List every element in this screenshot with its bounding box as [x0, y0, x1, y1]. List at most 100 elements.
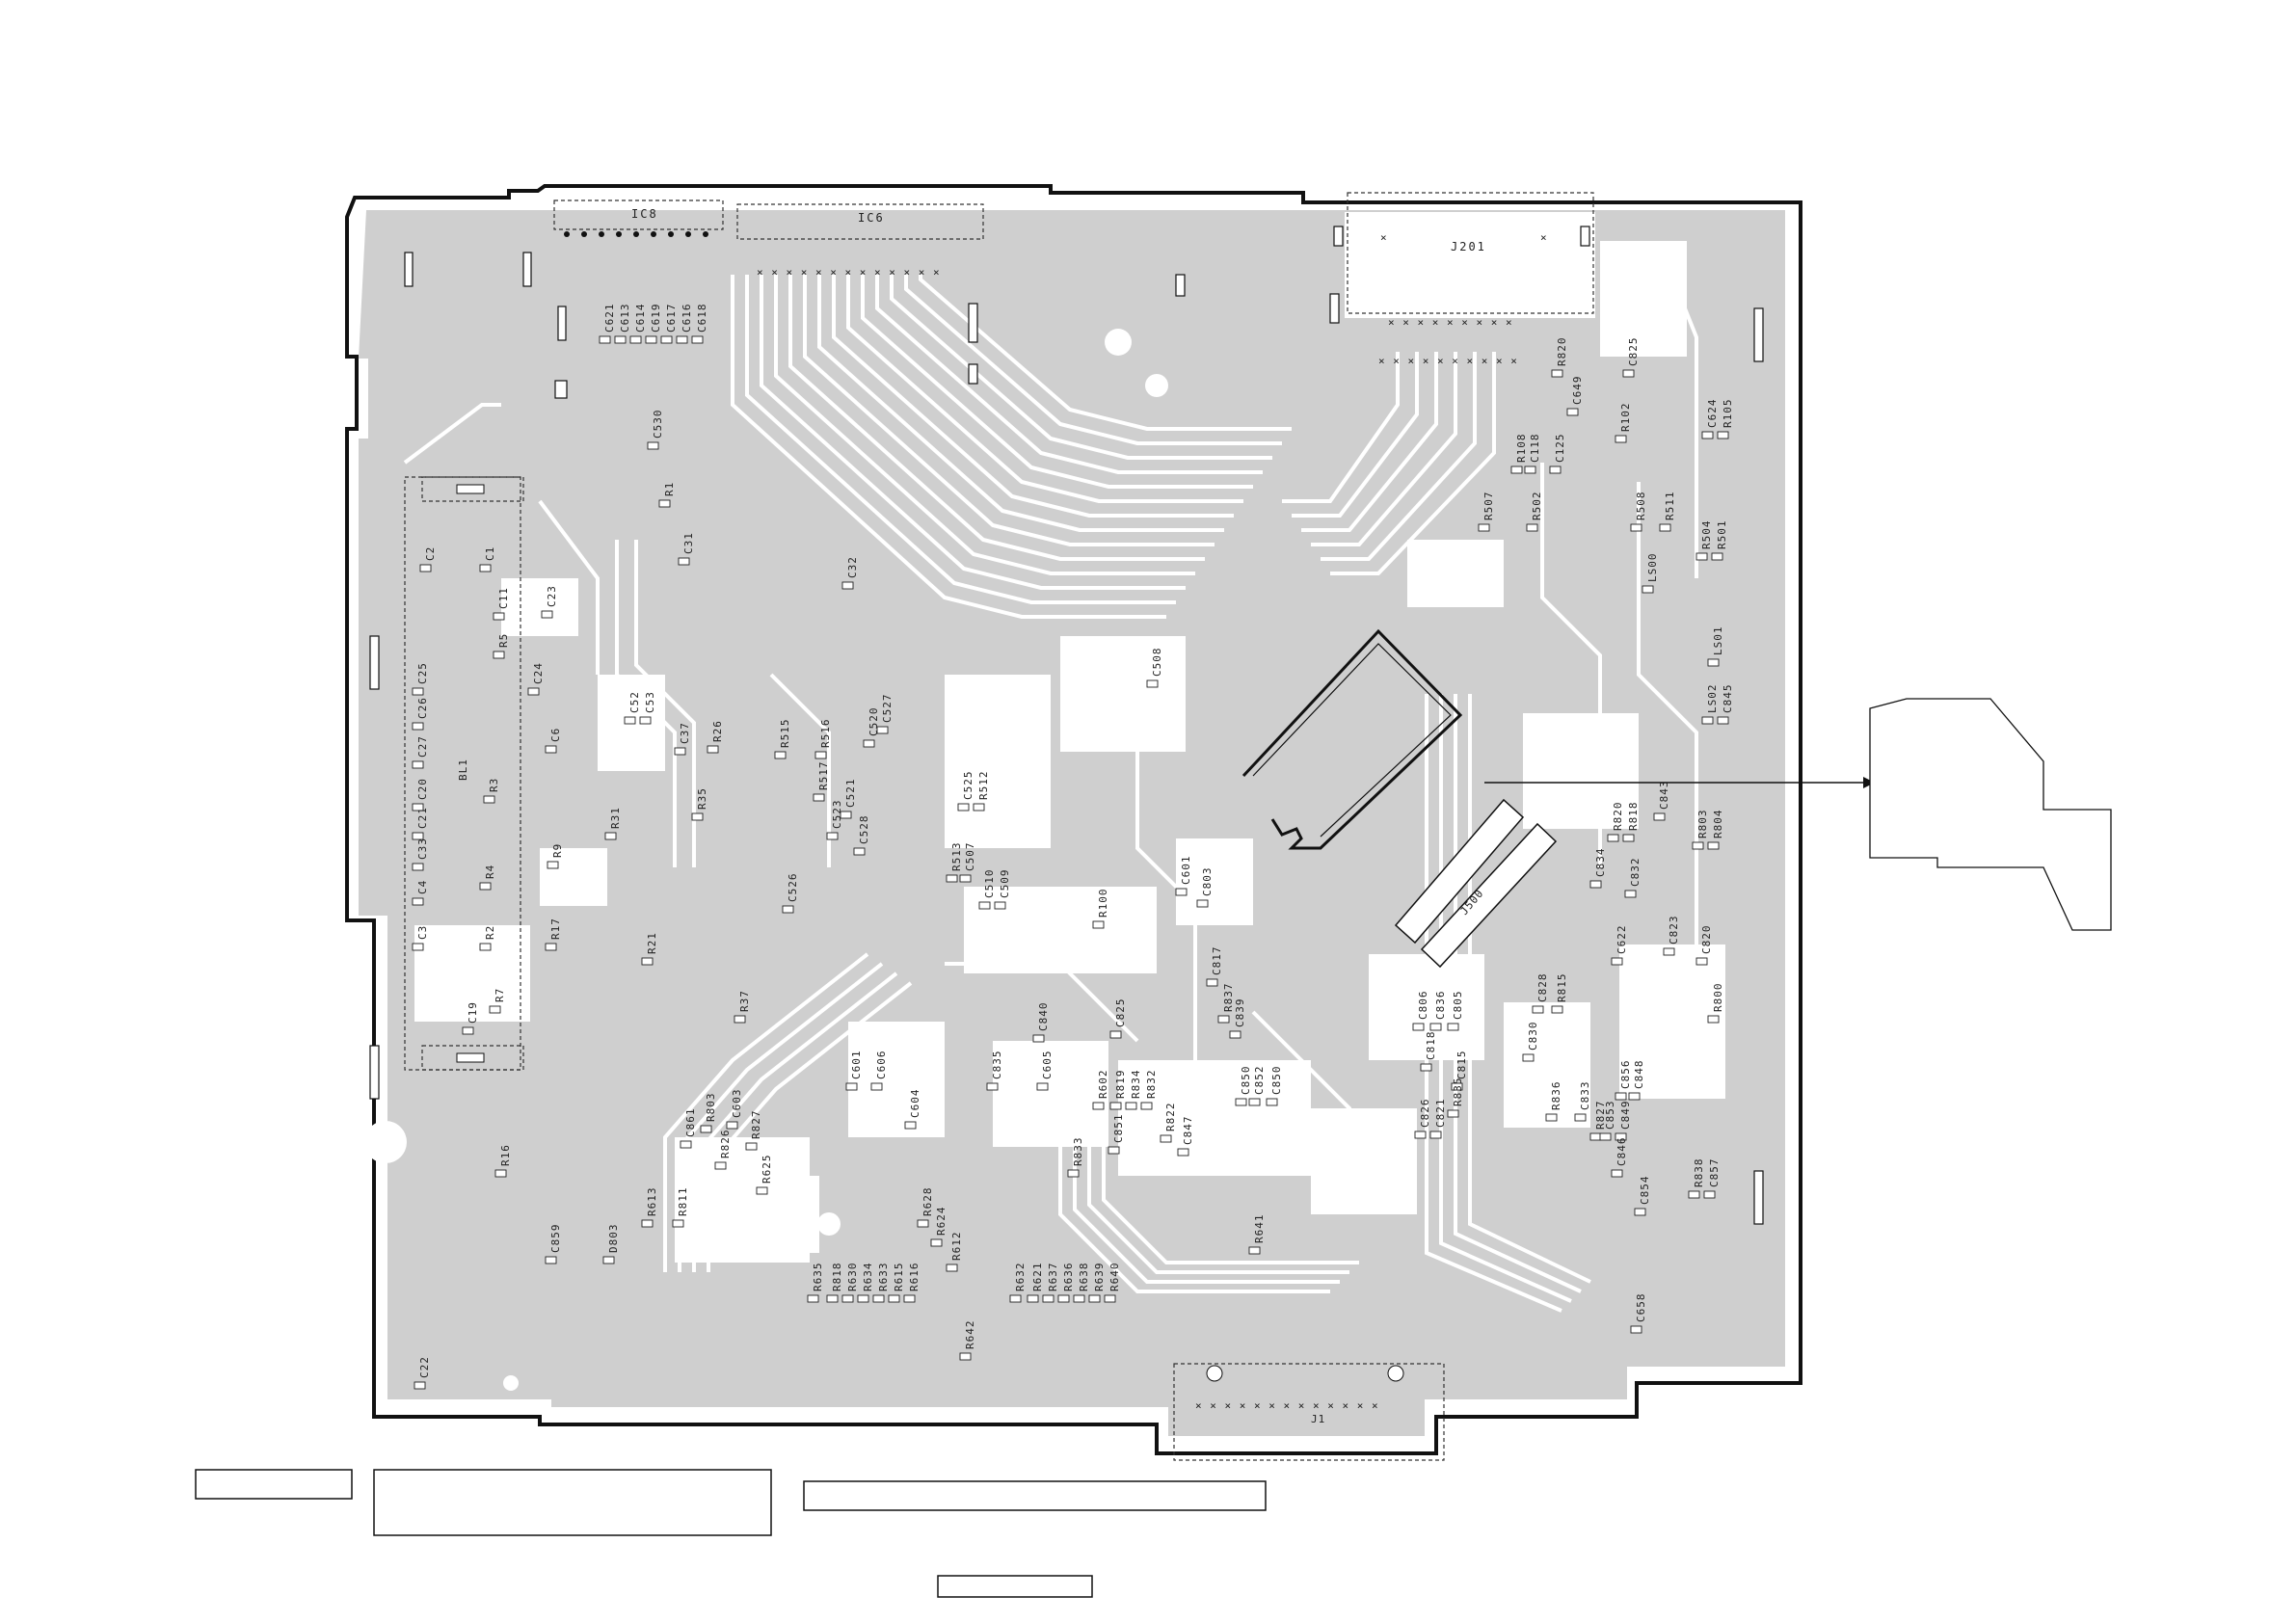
component-label: LS02 — [1706, 684, 1719, 714]
component-label: R803 — [1696, 810, 1709, 839]
component-pad — [462, 1026, 474, 1035]
component-pad — [641, 957, 654, 966]
component-label: C603 — [731, 1089, 743, 1119]
component-pad — [1109, 1030, 1122, 1039]
component-pad — [602, 1256, 615, 1264]
bl1-label: BL1 — [457, 758, 469, 781]
component-pad — [1703, 1190, 1716, 1199]
ic8-connector: IC8 — [553, 200, 724, 237]
component-label: C614 — [634, 304, 647, 333]
component-pad — [807, 1294, 819, 1303]
component-pad — [412, 803, 424, 812]
component-label: C31 — [682, 532, 695, 554]
component-pad — [1589, 1132, 1602, 1141]
component-pad — [1615, 1132, 1627, 1141]
component-label: R628 — [921, 1187, 934, 1217]
component-label: R105 — [1722, 399, 1734, 429]
component-pad — [1630, 523, 1642, 532]
component-label: C19 — [467, 1001, 479, 1024]
component-pad — [1429, 1023, 1442, 1031]
component-pad — [1611, 957, 1623, 966]
component-pad — [412, 760, 424, 769]
component-pad — [1707, 658, 1720, 667]
component-pad — [691, 335, 704, 344]
component-label: R513 — [950, 842, 963, 872]
component-label: C622 — [1615, 925, 1628, 955]
component-pad — [1177, 1148, 1189, 1157]
component-label: R636 — [1062, 1263, 1075, 1292]
component-pad — [414, 1381, 426, 1390]
component-label: R630 — [846, 1263, 859, 1292]
component-label: C618 — [696, 304, 708, 333]
component-pad — [1701, 431, 1714, 439]
component-pad — [647, 441, 659, 450]
component-pad — [1108, 1146, 1120, 1155]
component-pad — [1057, 1294, 1070, 1303]
component-pad — [1447, 1023, 1459, 1031]
component-label: R641 — [1253, 1214, 1266, 1244]
component-pad — [672, 1219, 684, 1228]
title-boxes — [195, 1469, 1267, 1598]
svg-text:×: × — [1540, 231, 1548, 244]
component-pad — [1073, 1294, 1085, 1303]
component-pad — [863, 739, 875, 748]
component-label: R1 — [663, 482, 676, 496]
component-pad — [1140, 1102, 1153, 1110]
component-pad — [1266, 1098, 1278, 1106]
component-pad — [545, 943, 557, 951]
component-label: C834 — [1594, 848, 1607, 878]
component-label: R826 — [719, 1130, 732, 1159]
component-pad — [1229, 1030, 1241, 1039]
component-label: R638 — [1078, 1263, 1090, 1292]
svg-text:× × × × × × × × × × × × ×: × × × × × × × × × × × × × — [1195, 1399, 1379, 1412]
svg-text:× × × × × × × × × ×: × × × × × × × × × × — [1378, 355, 1518, 367]
component-pad — [1574, 1113, 1587, 1122]
component-pad — [1160, 1134, 1172, 1143]
component-label: C851 — [1112, 1114, 1125, 1144]
component-pad — [903, 1294, 916, 1303]
component-pad — [1027, 1294, 1039, 1303]
component-label: R31 — [609, 807, 622, 829]
component-label: C606 — [875, 1051, 888, 1080]
j1-connector: J1 × × × × × × × × × × × × × — [1173, 1363, 1445, 1461]
component-label: C649 — [1571, 376, 1584, 406]
component-pad — [691, 812, 704, 821]
component-label: R640 — [1108, 1263, 1121, 1292]
component-label: C621 — [603, 304, 616, 333]
j201-label: J201 — [1451, 240, 1486, 253]
component-label: R818 — [1627, 802, 1640, 832]
component-pad — [1532, 1005, 1544, 1014]
component-label: D803 — [607, 1224, 620, 1254]
component-pad — [904, 1121, 917, 1130]
component-label: R642 — [964, 1320, 976, 1350]
component-label: C803 — [1201, 867, 1214, 897]
component-label: R102 — [1619, 403, 1632, 433]
component-pad — [959, 1352, 972, 1361]
component-pad — [1688, 1190, 1700, 1199]
ic-chip-outline — [1241, 628, 1463, 850]
component-label: R832 — [1145, 1070, 1158, 1100]
component-label: C527 — [881, 694, 894, 724]
component-pad — [1032, 1034, 1045, 1043]
component-pad — [1235, 1098, 1247, 1106]
component-pad — [1551, 369, 1563, 378]
component-label: R820 — [1556, 337, 1568, 367]
component-pad — [1701, 716, 1714, 725]
component-label: R624 — [935, 1207, 948, 1237]
component-label: R512 — [977, 771, 990, 801]
component-label: R804 — [1712, 810, 1724, 839]
component-label: LS01 — [1712, 626, 1724, 656]
component-pad — [930, 1238, 943, 1247]
component-label: R3 — [488, 778, 500, 792]
component-pad — [1414, 1131, 1427, 1139]
component-label: C510 — [983, 869, 996, 899]
component-pad — [599, 335, 611, 344]
component-pad — [412, 832, 424, 840]
component-pad — [645, 335, 657, 344]
component-pad — [707, 745, 719, 754]
component-label: C604 — [909, 1089, 921, 1119]
component-label: C821 — [1434, 1099, 1447, 1129]
component-label: R835 — [1452, 1078, 1464, 1107]
component-pad — [1566, 408, 1579, 416]
component-label: R508 — [1635, 492, 1647, 521]
